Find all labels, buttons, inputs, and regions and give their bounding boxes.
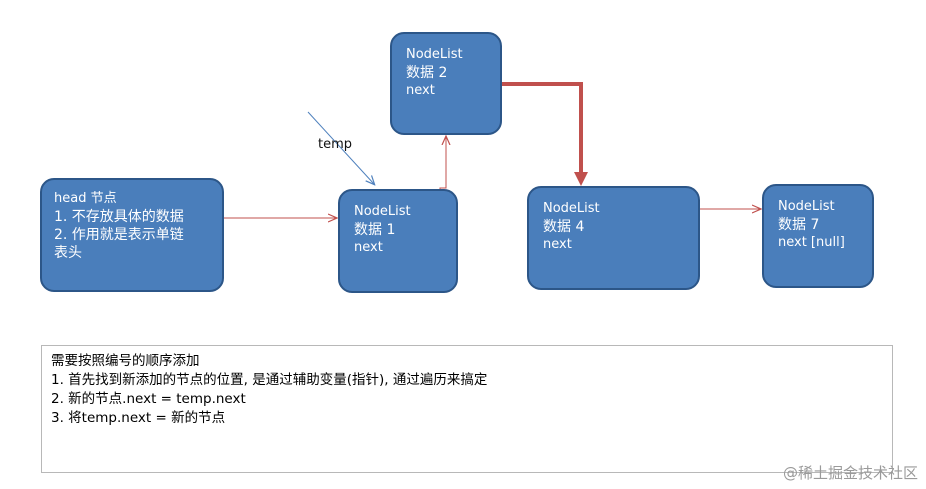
- node-data-4: NodeList 数据 4 next: [527, 186, 700, 290]
- instruction-notes: 需要按照编号的顺序添加 1. 首先找到新添加的节点的位置, 是通过辅助变量(指针…: [41, 345, 893, 473]
- notes-step-3: 3. 将temp.next = 新的节点: [51, 410, 226, 426]
- node-4-next: next: [543, 237, 572, 252]
- notes-step-2: 2. 新的节点.next = temp.next: [51, 391, 246, 407]
- head-node: head 节点 1. 不存放具体的数据 2. 作用就是表示单链 表头: [40, 178, 224, 292]
- node-2-data: 数据 2: [406, 65, 448, 81]
- watermark: @稀土掘金技术社区: [782, 464, 918, 482]
- node-7-next: next [null]: [778, 235, 845, 250]
- head-node-note-1: 1. 不存放具体的数据: [54, 209, 184, 225]
- notes-step-1: 1. 首先找到新添加的节点的位置, 是通过辅助变量(指针), 通过遍历来搞定: [51, 372, 488, 388]
- head-node-title: head 节点: [54, 191, 117, 206]
- node-data-7: NodeList 数据 7 next [null]: [762, 184, 874, 288]
- node-1-next: next: [354, 240, 383, 255]
- temp-pointer-label: temp: [318, 137, 353, 152]
- head-node-note-3: 表头: [54, 245, 82, 261]
- node-4-class: NodeList: [543, 201, 600, 216]
- node-4-data: 数据 4: [543, 219, 585, 235]
- node-1-data: 数据 1: [354, 222, 396, 238]
- node-7-class: NodeList: [778, 199, 835, 214]
- node-2-next: next: [406, 83, 435, 98]
- node-2-class: NodeList: [406, 47, 463, 62]
- head-next-arrow: [211, 218, 336, 266]
- node-data-2: NodeList 数据 2 next: [390, 32, 502, 135]
- notes-title: 需要按照编号的顺序添加: [51, 353, 200, 369]
- head-node-note-2: 2. 作用就是表示单链: [54, 227, 184, 243]
- node-data-1: NodeList 数据 1 next: [338, 189, 458, 293]
- temp-pointer-arrow: [307, 111, 374, 184]
- node2-next-arrow: [502, 82, 588, 186]
- node-7-data: 数据 7: [778, 217, 820, 233]
- node-1-class: NodeList: [354, 204, 411, 219]
